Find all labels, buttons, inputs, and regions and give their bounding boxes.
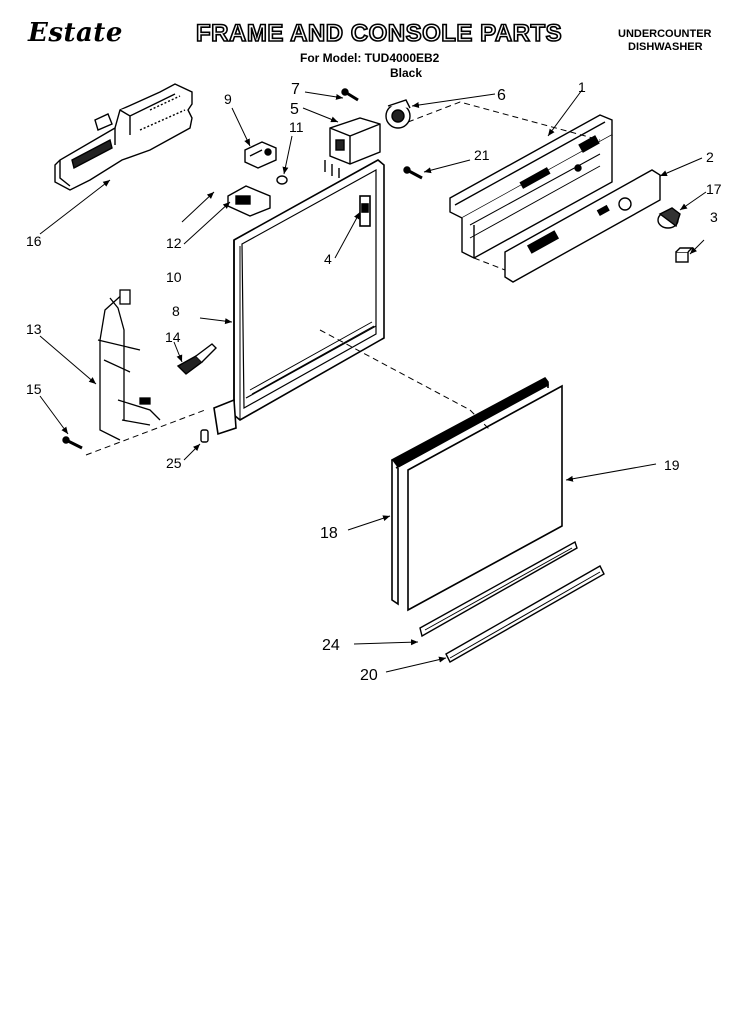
callout-21: 21	[474, 147, 490, 163]
switch-actuator	[276, 175, 288, 185]
callout-leaders	[39, 89, 707, 673]
switch-button	[675, 247, 694, 263]
control-panel-overlay	[504, 169, 661, 283]
callout-19: 19	[664, 457, 680, 473]
callout-10: 10	[166, 269, 182, 285]
callout-11: 11	[289, 119, 304, 135]
brand-logo: Estate	[28, 18, 123, 48]
switch-bracket	[227, 185, 271, 217]
callout-25: 25	[166, 455, 182, 471]
retaining-clip	[200, 429, 209, 443]
callout-1: 1	[578, 79, 586, 95]
callout-5: 5	[290, 101, 299, 118]
lower-trim-strip	[419, 540, 578, 638]
callout-2: 2	[706, 149, 714, 165]
callout-6: 6	[497, 87, 506, 104]
callout-24: 24	[322, 637, 340, 654]
door-panel	[407, 384, 563, 612]
callout-18: 18	[320, 525, 338, 542]
door-liner-panel	[390, 376, 549, 606]
callout-7: 7	[291, 81, 300, 98]
float-switch	[176, 343, 217, 375]
callout-15: 15	[26, 381, 42, 397]
screw-7	[341, 88, 359, 102]
callout-16: 16	[26, 233, 42, 249]
product-type-line2: DISHWASHER	[628, 41, 703, 53]
callout-14: 14	[165, 329, 181, 345]
wire-harness	[97, 289, 161, 441]
product-type-line1: UNDERCOUNTER	[618, 28, 712, 40]
screw-21	[403, 166, 423, 180]
callout-numbers: 1 2 3 4 5 6 7 8 9 10 11 12 13 14 15 16 1…	[26, 79, 722, 684]
callout-12: 12	[166, 235, 182, 251]
callout-13: 13	[26, 321, 42, 337]
callout-4: 4	[324, 251, 332, 267]
door-frame	[213, 159, 385, 436]
callout-17: 17	[706, 181, 722, 197]
callout-20: 20	[360, 667, 378, 684]
kick-plate-trim	[445, 565, 605, 663]
callout-8: 8	[172, 303, 180, 319]
model-number: For Model: TUD4000EB2	[300, 51, 440, 65]
selector-knob	[385, 99, 411, 129]
control-knob	[657, 207, 681, 229]
door-switch	[244, 141, 277, 169]
callout-9: 9	[224, 91, 232, 107]
vent-duct-housing	[54, 83, 193, 191]
model-color: Black	[390, 66, 423, 80]
page-title: FRAME AND CONSOLE PARTS	[195, 19, 563, 48]
timer-module	[324, 117, 381, 178]
callout-3: 3	[710, 209, 718, 225]
console-panel	[449, 114, 613, 259]
screw-15	[62, 436, 83, 450]
assembly-guide-lines	[85, 101, 601, 456]
